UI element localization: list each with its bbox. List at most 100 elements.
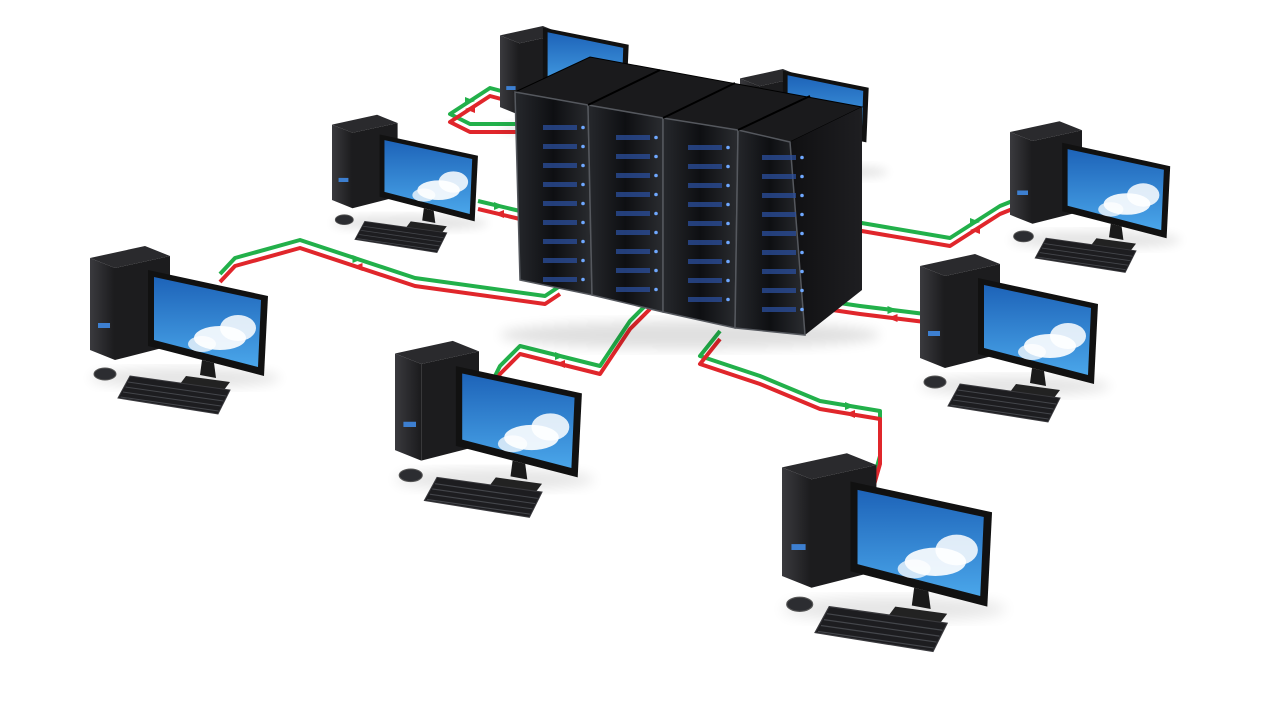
keyboard-keys xyxy=(432,488,536,505)
workstation-upper-left[interactable] xyxy=(332,114,488,253)
rack-light xyxy=(726,297,730,302)
keyboard-keys xyxy=(826,613,943,631)
cable-arrow xyxy=(465,105,475,113)
rack-light xyxy=(762,288,796,293)
keyboard-icon xyxy=(947,383,1061,423)
rack-light xyxy=(762,250,796,255)
workstation-middle-left[interactable] xyxy=(90,246,280,415)
rack-light xyxy=(800,193,804,198)
keyboard-keys xyxy=(125,386,224,402)
keyboard-keys xyxy=(817,630,934,649)
keyboard-keys xyxy=(127,381,227,397)
rack-light xyxy=(543,258,577,263)
keyboard-keys xyxy=(1044,243,1133,257)
rack-light xyxy=(800,288,804,293)
monitor-stand xyxy=(911,587,931,609)
mouse-icon xyxy=(398,468,423,483)
monitor xyxy=(978,278,1098,398)
rack-front-1 xyxy=(514,91,593,296)
rack-light xyxy=(616,154,650,159)
mouse-icon xyxy=(334,214,354,226)
tower-display xyxy=(403,421,416,427)
rack-light xyxy=(654,154,658,159)
monitor xyxy=(850,481,993,624)
rack-light xyxy=(688,202,722,207)
keyboard-keys xyxy=(434,483,538,499)
cable-workstation-upper-left xyxy=(477,199,521,221)
monitor xyxy=(379,134,478,233)
rack-light xyxy=(762,212,796,217)
keyboard-icon xyxy=(423,476,543,518)
workstation-far-right[interactable] xyxy=(1010,121,1181,273)
keyboard-icon xyxy=(1034,237,1137,273)
rack-light xyxy=(616,268,650,273)
monitor-stand xyxy=(1030,368,1046,386)
rack-light xyxy=(762,174,796,179)
server-rack-cluster[interactable] xyxy=(500,56,880,349)
rack-light xyxy=(688,145,722,150)
keyboard-keys xyxy=(1041,247,1131,262)
rack-light xyxy=(616,192,650,197)
rack-light xyxy=(726,278,730,283)
tower-top xyxy=(395,340,479,364)
cable-workstation-far-right xyxy=(849,194,1026,248)
tower-top xyxy=(90,246,170,268)
keyboard-icon xyxy=(117,375,231,415)
rack-light xyxy=(654,268,658,273)
rack-light xyxy=(726,202,730,207)
tower-top xyxy=(782,453,877,480)
monitor-base xyxy=(888,606,948,624)
cloud xyxy=(412,188,436,202)
keyboard-keys xyxy=(429,493,533,510)
rack-light xyxy=(762,193,796,198)
cable-arrow xyxy=(845,410,855,418)
rack-light xyxy=(688,259,722,264)
rack-light xyxy=(726,164,730,169)
rack-light xyxy=(688,240,722,245)
rack-light xyxy=(543,277,577,282)
rack-light xyxy=(654,173,658,178)
workstation-front-right[interactable] xyxy=(782,453,1007,653)
monitor-base xyxy=(405,221,447,233)
monitor-stand xyxy=(1109,223,1124,240)
rack-light xyxy=(616,287,650,292)
rack-light xyxy=(581,258,585,263)
workstation-middle-right[interactable] xyxy=(920,254,1110,423)
rack-light xyxy=(616,173,650,178)
mouse-icon xyxy=(923,375,947,389)
rack-light xyxy=(581,182,585,187)
monitor xyxy=(1062,142,1171,251)
cable-arrow xyxy=(494,210,504,218)
workstation-front-center[interactable] xyxy=(395,340,595,518)
server-side xyxy=(790,107,862,335)
tower-front xyxy=(1010,132,1033,224)
cable-send-line xyxy=(218,238,562,298)
rack-light xyxy=(800,307,804,312)
rack-light xyxy=(762,307,796,312)
tower-top xyxy=(920,254,1000,276)
monitor-base xyxy=(489,477,542,493)
rack-light xyxy=(762,155,796,160)
monitor-stand xyxy=(510,460,528,480)
cable-arrow xyxy=(887,306,898,314)
rack-light xyxy=(654,192,658,197)
rack-light xyxy=(543,220,577,225)
cloud xyxy=(935,534,978,566)
keyboard-keys xyxy=(122,391,222,407)
cloud xyxy=(1050,323,1086,349)
rack-light xyxy=(654,135,658,140)
monitor-stand xyxy=(422,208,436,223)
keyboard-keys xyxy=(955,394,1054,410)
rack-light xyxy=(581,163,585,168)
tower-front xyxy=(920,266,945,368)
workstations xyxy=(90,114,1181,653)
rack-light xyxy=(616,135,650,140)
rack-light xyxy=(726,240,730,245)
rack-light xyxy=(581,220,585,225)
mouse-icon xyxy=(786,596,814,612)
rack-light xyxy=(616,230,650,235)
tower-display xyxy=(338,177,349,182)
rack-light xyxy=(688,221,722,226)
cable-workstation-middle-left xyxy=(218,238,562,306)
rack-light xyxy=(688,183,722,188)
